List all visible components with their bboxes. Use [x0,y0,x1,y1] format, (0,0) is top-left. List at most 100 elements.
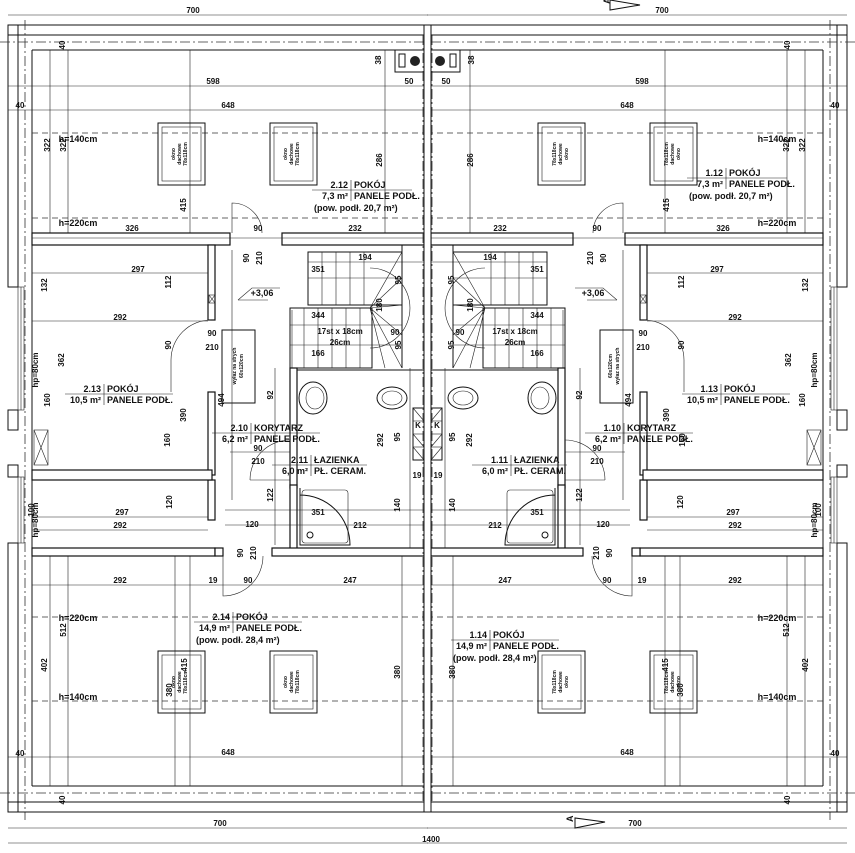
room-name: POKÓJ [724,383,756,394]
party-wall [423,24,432,813]
dimension-label: 40 [831,749,840,758]
room-number: 1.14 [469,630,487,640]
dimension-label: 120 [245,520,259,529]
floor-level-label: +3,06 [251,288,274,298]
dimension-label: 90 [603,576,612,585]
dimension-label: 19 [209,576,218,585]
room-number: 1.10 [603,423,621,433]
room-area: 6,0 m² [482,466,508,476]
dimension-label: 232 [493,224,507,233]
dimension-label: 297 [131,265,145,274]
room-name: POKÓJ [236,611,268,622]
dimension-label: 90 [593,224,602,233]
room-number: 2.13 [83,384,101,394]
dimension-label: 160 [163,433,172,447]
dimension-label: 100 [814,503,823,517]
roof-window-label: okno [564,676,570,688]
dimension-label: 140 [448,498,457,512]
dimension-label: 160 [798,393,807,407]
room-number: 1.11 [491,455,508,465]
roof-window-label: dachowe [670,671,676,693]
dimension-label: 90 [677,340,686,349]
dimension-label: 90 [242,253,251,262]
roof-window-label: dachowe [670,143,676,165]
dimension-label: 50 [442,77,451,86]
dimension-label: 132 [801,278,810,292]
dimension-label: 112 [677,275,686,288]
dimension-label: 232 [348,224,362,233]
dimension-label: 40 [831,101,840,110]
dimension-label: 19 [638,576,647,585]
dimension-label: 180 [466,298,475,312]
roof-window-label: 78x118cm [664,142,670,166]
dimension-label: 322 [798,138,807,152]
dimension-label: 40 [58,795,67,804]
dimension-label: 512 [59,623,68,637]
dimension-label: 648 [221,101,235,110]
dimension-label: 180 [375,298,384,312]
room-name: KORYTARZ [627,423,676,433]
dimension-label: 210 [590,457,604,466]
ceiling-height-label: h=220cm [59,218,98,228]
section-marker-top: A [602,0,641,11]
roof-window-label: 78x118cm [295,670,301,694]
dimension-label: 297 [115,508,129,517]
dimension-label: 90 [236,548,245,557]
room-area: 10,5 m² [70,395,101,405]
dimension-label: 40 [16,101,25,110]
dimension-label: 95 [448,432,457,441]
dimension-label: 351 [530,265,544,274]
roof-window-label: 78x118cm [183,670,189,694]
room-number: 2.11 [291,455,308,465]
dimension-label: 120 [596,520,610,529]
dimension-label: 90 [593,444,602,453]
dimension-label: 402 [40,658,49,672]
dimension-label: 351 [530,508,544,517]
room-floor-finish: PANELE PODŁ. [724,395,790,405]
section-label: A [602,0,612,4]
vent-label: K [415,421,421,430]
dimension-label: 95 [394,340,403,349]
dimension-label: 326 [716,224,730,233]
stairs-label: 26cm [505,338,525,347]
room-floor-area-note: (pow. podł. 20,7 m²) [314,203,398,213]
dimension-label: 90 [599,253,608,262]
dimension-label: 212 [353,521,367,530]
dimension-label: 210 [255,251,264,265]
dimension-label: 700 [628,819,642,828]
dimension-label: 247 [498,576,512,585]
dimension-label: 210 [251,457,265,466]
attic-hatch-label: wyłaz na strych [615,348,621,386]
dimension-label: 194 [483,253,497,262]
room-number: 2.14 [212,612,230,622]
roof-window-label: 78x118cm [552,142,558,166]
dimension-label: 95 [447,275,456,284]
roof-window-label: dachowe [558,671,564,693]
dimension-label: 380 [676,683,685,697]
dimension-label: 415 [662,198,671,212]
dimension-label: 648 [221,748,235,757]
dimension-label: 494 [217,393,226,407]
window-sill-height-label: hp=80cm [31,353,40,388]
room-area: 14,9 m² [456,641,487,651]
dimension-label: 351 [311,508,325,517]
window-sill-height-label: hp=80cm [810,353,819,388]
room-number: 1.13 [700,384,718,394]
dimension-label: 90 [208,329,217,338]
dimension-label: 598 [206,77,220,86]
roof-window-label: 78x118cm [552,670,558,694]
stairs-label: 17st x 18cm [492,327,537,336]
room-area: 6,0 m² [282,466,308,476]
dimension-label: 322 [59,138,68,152]
dimension-label: 95 [393,432,402,441]
dimension-label: 120 [676,495,685,509]
ceiling-height-label: h=140cm [59,134,98,144]
dimension-label: 700 [655,6,669,15]
dimension-label: 90 [244,576,253,585]
dimension-label: 40 [783,40,792,49]
dimension-label: 598 [635,77,649,86]
dimension-label: 292 [465,433,474,447]
dimension-label: 344 [530,311,544,320]
room-name: POKÓJ [493,629,525,640]
